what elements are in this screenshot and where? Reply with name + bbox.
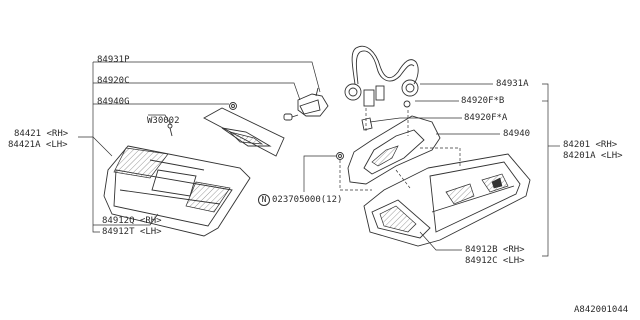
- left-nut: [229, 102, 237, 110]
- right-lamp-lens: [363, 153, 531, 247]
- callout-023705000: 023705000(12): [272, 195, 343, 205]
- left-socket: [297, 87, 329, 117]
- callout-84201-rh: 84201 <RH>: [563, 140, 618, 150]
- left-leader-lines: [78, 61, 321, 233]
- callout-84912B-rh: 84912B <RH>: [465, 245, 525, 255]
- callout-84940G: 84940G: [97, 97, 130, 107]
- callout-84940: 84940: [503, 129, 531, 139]
- callout-84912T-lh: 84912T <LH>: [102, 227, 162, 237]
- right-gasket: [347, 115, 441, 185]
- right-leader-lines: [303, 83, 560, 257]
- callout-W30002: W30002: [147, 116, 180, 126]
- right-wire-harness: [351, 45, 419, 107]
- right-sockets: [344, 79, 419, 101]
- callout-84912C-lh: 84912C <LH>: [465, 256, 525, 266]
- callout-84912Q-rh: 84912Q <RH>: [102, 216, 162, 226]
- left-lamp-gasket: [203, 107, 285, 157]
- callout-84421A-lh: 84421A <LH>: [8, 140, 68, 150]
- callout-84931P: 84931P: [97, 55, 130, 65]
- right-bulbs: [361, 100, 411, 131]
- left-lamp-lens: [103, 145, 251, 237]
- assembly-dashed-guides: [339, 108, 461, 191]
- callout-84931A: 84931A: [496, 79, 529, 89]
- right-nut: [336, 152, 344, 160]
- callout-84920F-A: 84920F*A: [464, 113, 508, 123]
- callout-n-symbol: N: [258, 194, 270, 206]
- callout-84201A-lh: 84201A <LH>: [563, 151, 623, 161]
- left-bulb: [283, 113, 299, 121]
- callout-84421-rh: 84421 <RH>: [14, 129, 69, 139]
- diagram-id: A842001044: [574, 305, 629, 315]
- callout-84920C: 84920C: [97, 76, 130, 86]
- callout-84920F-B: 84920F*B: [461, 96, 505, 106]
